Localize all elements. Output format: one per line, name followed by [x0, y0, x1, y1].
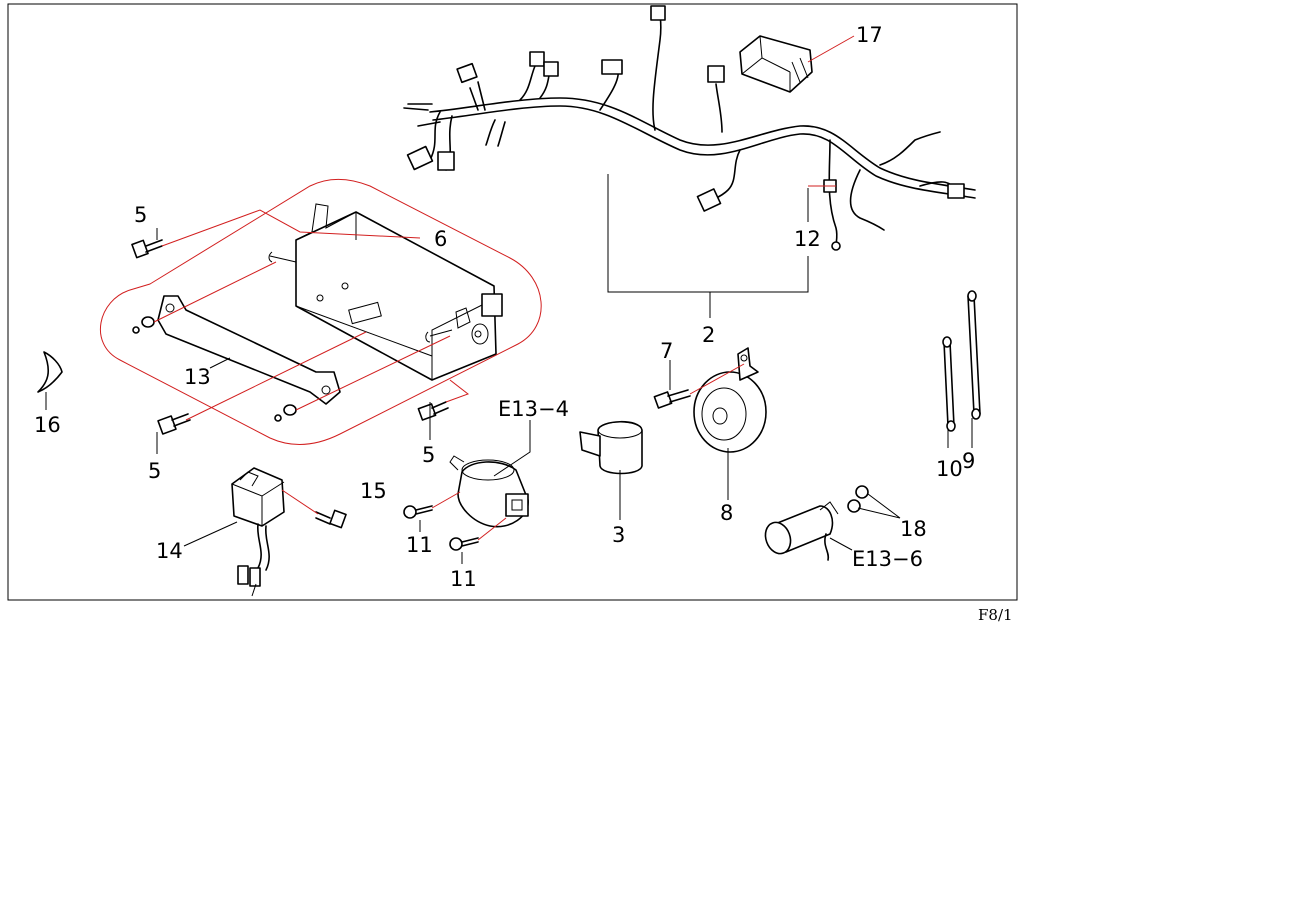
callout-14: 14: [156, 539, 183, 563]
callout-5-right: 5: [422, 443, 435, 467]
washers: [132, 316, 297, 422]
callout-8: 8: [720, 501, 733, 525]
rod-9: [967, 290, 981, 420]
ignition-coil: [449, 455, 529, 528]
condenser: [764, 501, 839, 561]
callout-5-top: 5: [134, 203, 147, 227]
callout-11-upper: 11: [406, 533, 433, 557]
callout-16: 16: [34, 413, 61, 437]
cdi-unit-14: [231, 467, 285, 597]
callout-15: 15: [360, 479, 387, 503]
wiring-harness: [403, 5, 976, 251]
bolt-5-top: [131, 239, 163, 259]
callout-5-left: 5: [148, 459, 161, 483]
diagram-frame: [7, 3, 1018, 601]
callout-e13-6: E13−6: [852, 547, 923, 571]
clip-16: [37, 351, 63, 393]
bolt-5-right: [417, 401, 449, 421]
rod-10: [942, 336, 956, 432]
callout-17: 17: [856, 23, 883, 47]
assembly-outline: [100, 178, 542, 445]
rubber-cap-3: [579, 420, 643, 475]
callout-12: 12: [794, 227, 821, 251]
relay-unit-17: [739, 35, 813, 93]
bolt-7: [653, 389, 691, 409]
screw-11-upper: [403, 505, 433, 519]
callout-6: 6: [434, 227, 447, 251]
bolt-5-left: [157, 413, 191, 435]
callout-11-lower: 11: [450, 567, 477, 591]
callout-3: 3: [612, 523, 625, 547]
callout-10: 10: [936, 457, 963, 481]
callout-2: 2: [702, 323, 715, 347]
screw-11-lower: [449, 537, 479, 551]
nuts-18: [847, 485, 869, 513]
callout-e13-4: E13−4: [498, 397, 569, 421]
page-reference: F8/1: [978, 606, 1013, 624]
callouts: 2 3 5 5 5 6 7 8 9 10 11 11 12 13 14 15 1…: [34, 23, 975, 591]
leader-lines: [45, 35, 973, 564]
callout-13: 13: [184, 365, 211, 389]
callout-9: 9: [962, 449, 975, 473]
callout-18: 18: [900, 517, 927, 541]
horn-8: [693, 347, 767, 453]
callout-7: 7: [660, 339, 673, 363]
stay-bar-13: [157, 295, 341, 405]
battery-tray-6: [268, 203, 503, 381]
bolt-15: [315, 509, 347, 529]
